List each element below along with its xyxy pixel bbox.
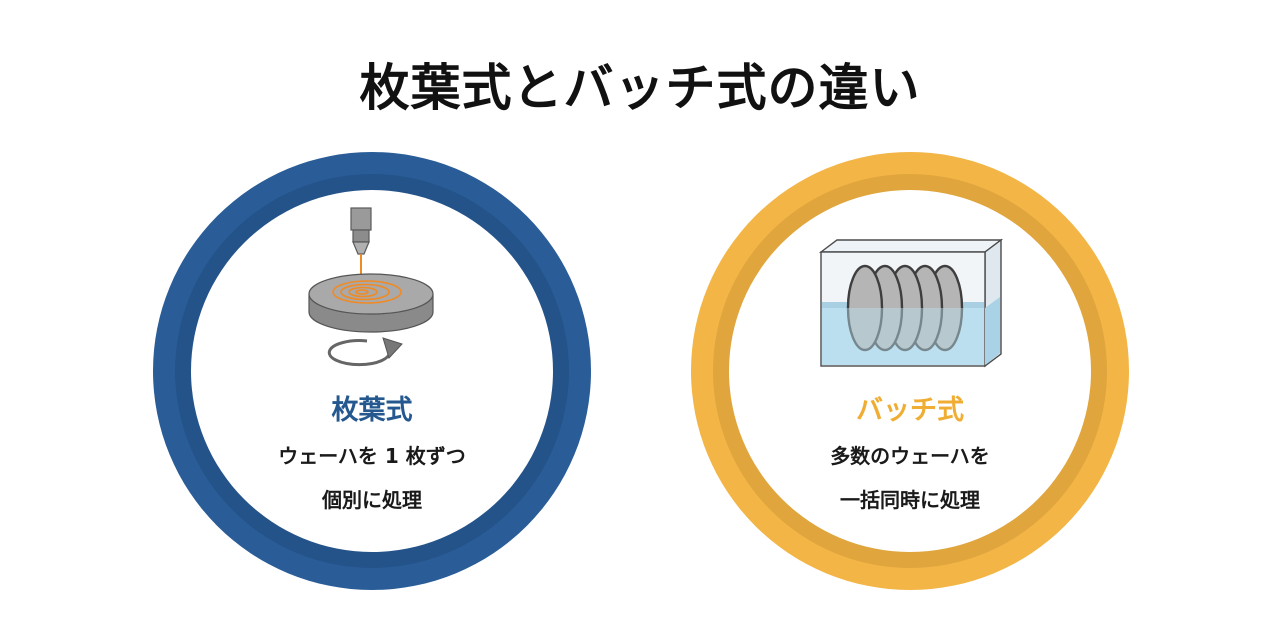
wafer-disc-icon: [308, 273, 434, 333]
batch-label: バッチ式: [856, 395, 964, 426]
page-title: 枚葉式とバッチ式の違い: [359, 59, 921, 117]
batch-desc-line1: 多数のウェーハを: [830, 444, 990, 468]
batch-circle: バッチ式 多数のウェーハを 一括同時に処理: [691, 152, 1129, 590]
batch-desc-line2: 一括同時に処理: [840, 488, 980, 512]
rotation-arrow-icon: [327, 337, 403, 367]
single-wafer-illustration: [308, 207, 434, 367]
single-wafer-circle: 枚葉式 ウェーハを 1 枚ずつ 個別に処理: [153, 152, 591, 590]
single-wafer-desc-line1: ウェーハを 1 枚ずつ: [278, 444, 466, 468]
laser-nozzle-icon: [350, 207, 372, 292]
single-wafer-inner: [191, 190, 553, 552]
wafer-stack-icon: [843, 264, 967, 354]
single-wafer-label: 枚葉式: [331, 395, 413, 426]
single-wafer-desc-line2: 個別に処理: [322, 488, 422, 512]
batch-illustration: [818, 238, 1004, 368]
